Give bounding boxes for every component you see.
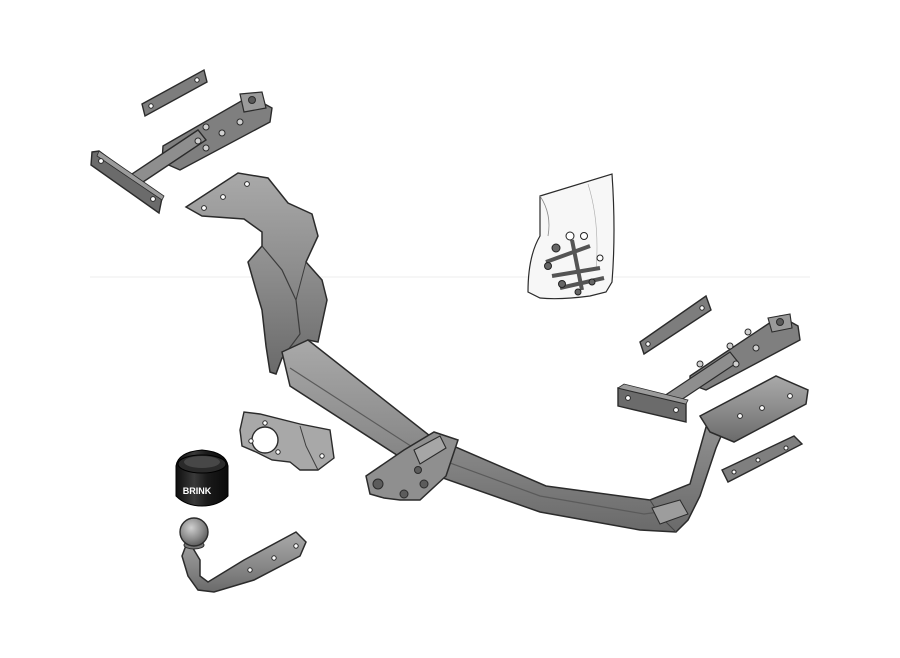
- left-mounting-plate: [90, 150, 165, 215]
- main-cross-beam: [281, 339, 730, 533]
- right-side-arm: [698, 375, 809, 443]
- brink-ball-cover: BRINK: [175, 449, 229, 507]
- center-hitch-housing: [365, 431, 459, 501]
- hardware-bag: [527, 173, 615, 300]
- tow-ball-neck: [179, 517, 307, 593]
- right-mounting-plate: [617, 383, 689, 423]
- brink-logo-text: BRINK: [183, 486, 212, 496]
- left-spacer-plate: [141, 68, 208, 118]
- socket-mounting-plate: [239, 411, 335, 471]
- right-spacer-plate: [639, 294, 712, 356]
- right-lower-strip-plate: [721, 435, 804, 483]
- tow-ball: [179, 517, 209, 547]
- left-side-bracket: [124, 91, 273, 189]
- bolts-and-nuts-icon: [544, 231, 605, 296]
